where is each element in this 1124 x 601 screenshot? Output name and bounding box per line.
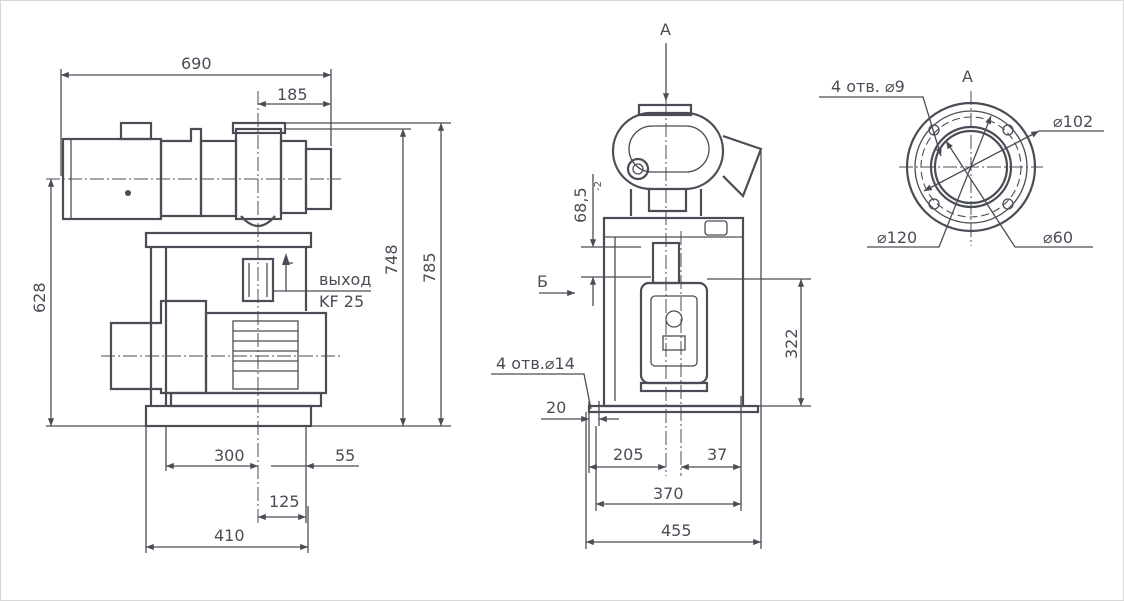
flange-view-title: A — [962, 67, 973, 86]
front-base — [587, 404, 760, 414]
dim-d120: ⌀120 — [877, 228, 917, 247]
dim-455: 455 — [661, 521, 692, 540]
side-view: 690 185 628 748 785 выход KF 25 300 55 1… — [30, 54, 451, 553]
rotary-pump — [204, 311, 328, 395]
dim-785: 785 — [420, 252, 439, 283]
lower-motor — [109, 299, 208, 395]
dim-370: 370 — [653, 484, 684, 503]
booster-housing — [611, 111, 725, 191]
dim-55: 55 — [335, 446, 355, 465]
base-plate — [144, 404, 313, 428]
outlet-label: выход — [319, 270, 371, 289]
flange-holes-label: 4 отв. ⌀9 — [831, 77, 905, 96]
dim-20: 20 — [546, 398, 566, 417]
dim-322: 322 — [782, 328, 801, 359]
dim-748: 748 — [382, 244, 401, 275]
frame-top — [144, 231, 313, 249]
outlet-flange-label: KF 25 — [319, 292, 364, 311]
dim-690: 690 — [181, 54, 212, 73]
front-view: A 68,5 -2 Б 322 — [491, 20, 811, 549]
dim-628: 628 — [30, 282, 49, 313]
dim-68-5-tolerance: -2 — [593, 181, 604, 191]
dim-300: 300 — [214, 446, 245, 465]
frame — [602, 216, 745, 408]
dim-125: 125 — [269, 492, 300, 511]
dim-185: 185 — [277, 85, 308, 104]
dim-410: 410 — [214, 526, 245, 545]
dim-d102: ⌀102 — [1053, 112, 1093, 131]
mounting-holes-label: 4 отв.⌀14 — [496, 354, 575, 373]
dim-68-5: 68,5 — [571, 187, 590, 223]
view-label-a: A — [660, 20, 671, 39]
dim-205: 205 — [613, 445, 644, 464]
dim-37: 37 — [707, 445, 727, 464]
view-label-b: Б — [537, 272, 548, 291]
flange-view: A 4 отв. ⌀9 ⌀102 ⌀120 ⌀60 — [819, 67, 1104, 248]
dim-d60: ⌀60 — [1043, 228, 1073, 247]
